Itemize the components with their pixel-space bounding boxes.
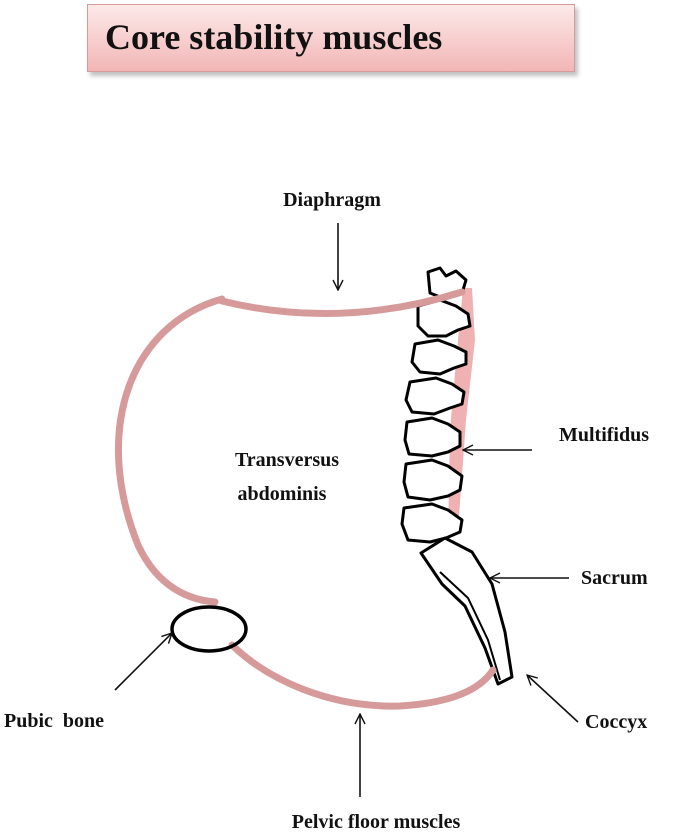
pelvic-floor-muscle	[228, 641, 497, 710]
transversus-label-line2: abdominis	[238, 483, 327, 505]
pubic-bone-arrow	[114, 633, 172, 691]
transversus-label-line1: Transversus	[235, 449, 339, 471]
spine	[400, 266, 472, 544]
transversus-abdominis-muscle	[115, 295, 226, 606]
pubic-bone-label: Pubic bone	[4, 710, 104, 732]
sacrum-bone	[419, 536, 514, 686]
vertebra-2	[416, 298, 472, 338]
title-box	[87, 4, 575, 72]
diagram-title: Core stability muscles	[105, 17, 443, 57]
coccyx-arrow	[527, 675, 579, 723]
multifidus-label: Multifidus	[559, 424, 649, 446]
coccyx-label: Coccyx	[585, 711, 647, 733]
vertebra-3	[410, 338, 468, 376]
vertebra-7	[400, 502, 464, 544]
vertebra-6	[402, 458, 464, 502]
sacrum-inner-line	[439, 571, 501, 681]
diaphragm-label: Diaphragm	[283, 189, 381, 211]
vertebra-4	[404, 376, 466, 416]
sacrum-label: Sacrum	[581, 567, 648, 589]
vertebra-5	[403, 416, 462, 458]
vertebra-1	[426, 266, 468, 299]
diaphragm-muscle	[218, 288, 466, 318]
pubic-bone-shape	[170, 605, 248, 653]
pelvic-floor-label: Pelvic floor muscles	[292, 811, 461, 833]
